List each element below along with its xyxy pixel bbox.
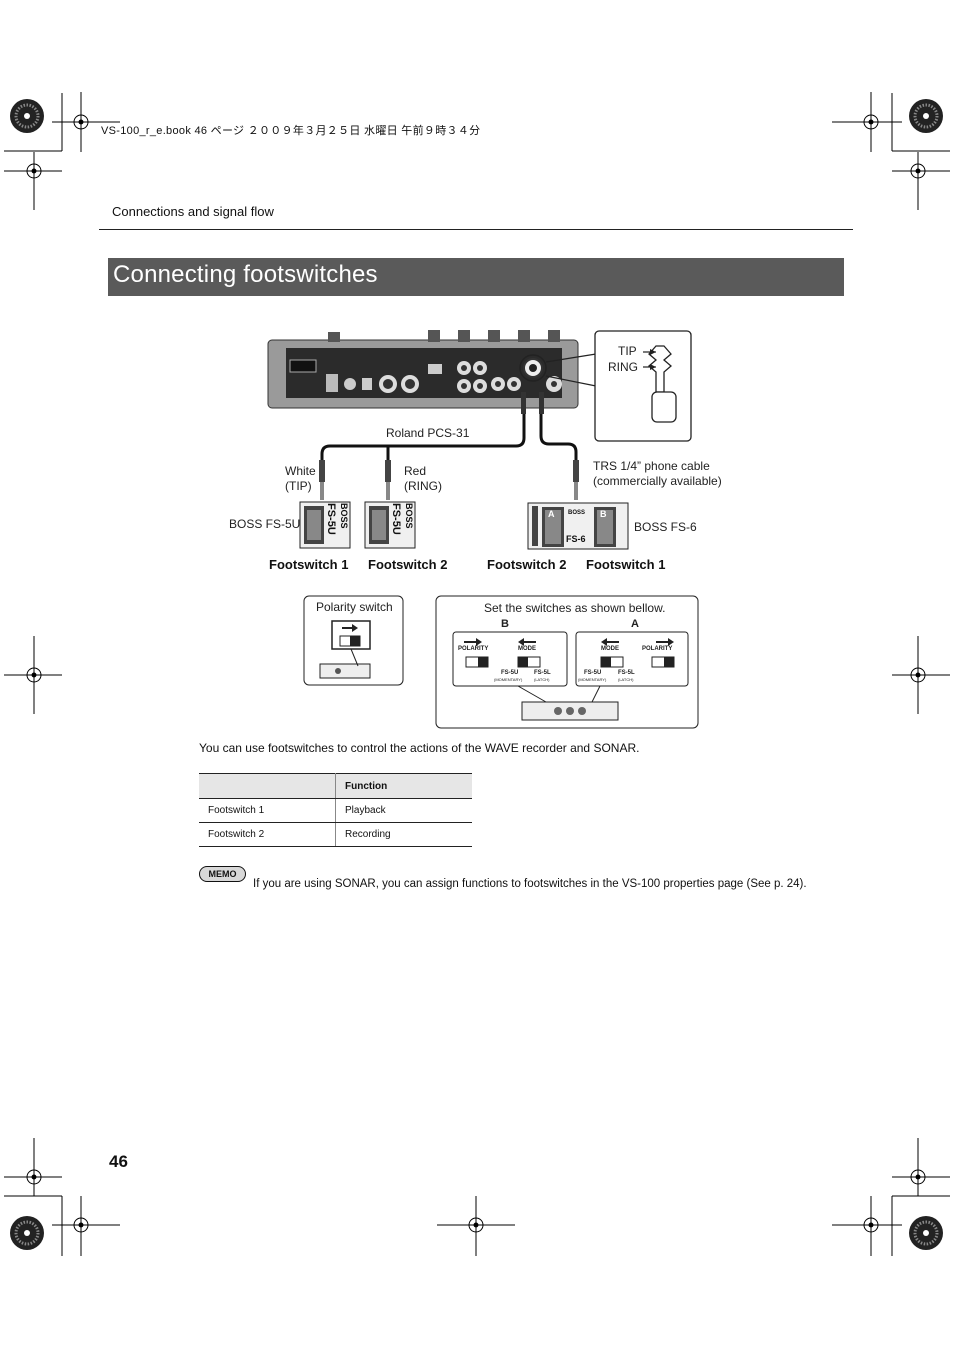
fs5u-pedal-1 bbox=[299, 501, 351, 549]
table-header-cell bbox=[199, 773, 336, 799]
boss-brand-label-1: BOSS bbox=[339, 503, 349, 529]
page-number: 46 bbox=[109, 1152, 128, 1171]
table-row: Footswitch 1 Playback bbox=[199, 798, 472, 823]
polarity-switch-title: Polarity switch bbox=[316, 600, 393, 614]
a-fs5l-label: FS-5L bbox=[618, 670, 635, 676]
a-fs5l-sub-label: (LATCH) bbox=[618, 677, 634, 682]
a-fs5u-sub-label: (MOMENTARY) bbox=[578, 677, 607, 682]
header-rule bbox=[99, 229, 853, 230]
tip-label: TIP bbox=[618, 344, 637, 358]
table-cell: Recording bbox=[335, 822, 472, 847]
b-fs5l-label: FS-5L bbox=[534, 670, 551, 676]
red-plug-label: Red bbox=[404, 464, 427, 478]
print-header: VS-100_r_e.book 46 ページ ２００９年３月２５日 水曜日 午前… bbox=[101, 125, 481, 137]
ring-label: RING bbox=[608, 360, 638, 374]
white-plug-sub-label: (TIP) bbox=[285, 479, 312, 493]
side-a-label: A bbox=[631, 618, 639, 630]
footswitch-connection-diagram: TIP RING Roland PCS-31 White (TIP) Red (… bbox=[228, 326, 728, 732]
fs6-pedal-a-label: A bbox=[548, 509, 555, 519]
memo-badge: MEMO bbox=[199, 866, 246, 882]
footswitch-label-4: Footswitch 1 bbox=[586, 557, 666, 572]
cable-name-label: Roland PCS-31 bbox=[386, 426, 470, 440]
vs100-rear-panel bbox=[267, 330, 579, 409]
a-fs5u-label: FS-5U bbox=[584, 670, 602, 676]
fs5u-pedal-2 bbox=[364, 501, 416, 549]
b-fs5u-sub-label: (MOMENTARY) bbox=[494, 677, 523, 682]
memo-text: If you are using SONAR, you can assign f… bbox=[253, 878, 807, 890]
fs6-pedal-b-label: B bbox=[600, 509, 607, 519]
a-mode-label: MODE bbox=[601, 646, 619, 652]
set-switches-title: Set the switches as shown bellow. bbox=[484, 601, 666, 615]
white-plug-label: White bbox=[285, 464, 316, 478]
footswitch-label-2: Footswitch 2 bbox=[368, 557, 448, 572]
b-mode-label: MODE bbox=[518, 646, 536, 652]
b-polarity-label: POLARITY bbox=[458, 646, 489, 652]
side-b-label: B bbox=[501, 618, 509, 630]
title-bar: Connecting footswitches bbox=[108, 258, 844, 296]
breadcrumb: Connections and signal flow bbox=[112, 204, 274, 219]
function-table: Function Footswitch 1 Playback Footswitc… bbox=[199, 773, 472, 847]
table-cell: Footswitch 2 bbox=[199, 822, 336, 847]
b-fs5u-label: FS-5U bbox=[501, 670, 519, 676]
table-header-cell: Function bbox=[335, 773, 472, 799]
diagram-illustration bbox=[267, 330, 699, 729]
a-polarity-label: POLARITY bbox=[642, 646, 673, 652]
table-cell: Footswitch 1 bbox=[199, 798, 336, 823]
table-row: Footswitch 2 Recording bbox=[199, 822, 472, 847]
trs-plug-icon bbox=[643, 345, 677, 423]
intro-text: You can use footswitches to control the … bbox=[199, 741, 640, 755]
red-plug-sub-label: (RING) bbox=[404, 479, 442, 493]
fs6-model-label: FS-6 bbox=[566, 534, 586, 544]
fs5u-model-label-2: FS-5U bbox=[390, 503, 402, 535]
trs-cable-sub-label: (commercially available) bbox=[593, 474, 722, 488]
b-fs5l-sub-label: (LATCH) bbox=[534, 677, 550, 682]
table-header-row: Function bbox=[199, 773, 472, 799]
footswitch-label-1: Footswitch 1 bbox=[269, 557, 349, 572]
trs-cable-label: TRS 1/4” phone cable bbox=[593, 459, 710, 473]
boss-fs6-label: BOSS FS-6 bbox=[634, 520, 697, 534]
boss-fs5u-label: BOSS FS-5U bbox=[229, 517, 301, 531]
fs6-brand-label: BOSS bbox=[568, 510, 586, 516]
footswitch-label-3: Footswitch 2 bbox=[487, 557, 567, 572]
fs6-pedal bbox=[527, 502, 629, 550]
table-cell: Playback bbox=[335, 798, 472, 823]
page-title: Connecting footswitches bbox=[113, 261, 378, 288]
fs5u-model-label-1: FS-5U bbox=[325, 503, 337, 535]
boss-brand-label-2: BOSS bbox=[404, 503, 414, 529]
